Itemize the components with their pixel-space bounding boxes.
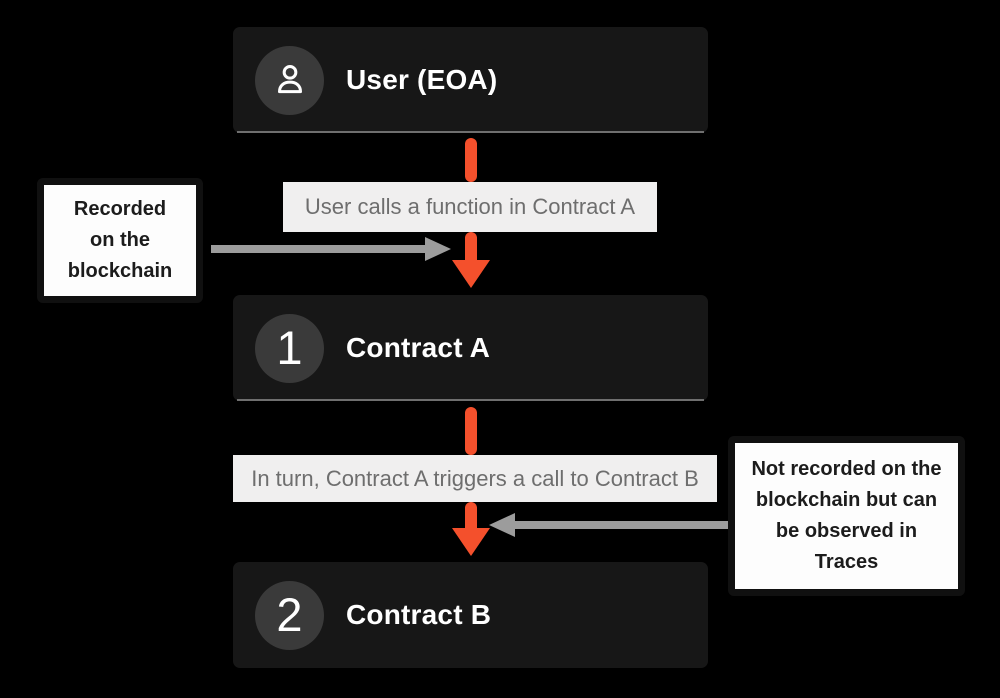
arrow-a-to-b-shaft-top xyxy=(465,407,477,455)
step-number: 2 xyxy=(276,587,303,641)
step-number: 1 xyxy=(276,320,303,374)
node-contract-a: 1 Contract A xyxy=(233,295,708,401)
callout-line: blockchain xyxy=(67,260,173,282)
callout-recorded-on-blockchain: Recorded on the blockchain xyxy=(37,178,203,303)
callout-not-recorded-traces: Not recorded on the blockchain but can b… xyxy=(728,436,965,596)
pointer-recorded-arrowhead-icon xyxy=(425,237,451,261)
step-badge-2: 2 xyxy=(255,580,324,650)
node-divider xyxy=(237,131,704,133)
pointer-not-recorded-arrowhead-icon xyxy=(489,513,515,537)
edge-label-user-calls: User calls a function in Contract A xyxy=(283,182,657,232)
node-user-eoa: User (EOA) xyxy=(233,27,708,133)
pointer-not-recorded-shaft xyxy=(513,521,728,529)
user-avatar-badge xyxy=(255,45,324,115)
arrow-a-to-b-shaft-bottom xyxy=(465,502,477,534)
arrow-user-to-a-shaft-bottom xyxy=(465,232,477,266)
step-badge-1: 1 xyxy=(255,313,324,383)
arrow-user-to-a-arrowhead-icon xyxy=(452,260,490,288)
node-title-contract-b: Contract B xyxy=(346,599,492,630)
callout-line: Recorded xyxy=(73,198,167,220)
arrow-user-to-a-shaft-top xyxy=(465,138,477,182)
node-title-contract-a: Contract A xyxy=(346,332,491,363)
node-contract-b: 2 Contract B xyxy=(233,562,708,668)
callout-line: Not recorded on the xyxy=(751,458,942,480)
node-title-user: User (EOA) xyxy=(346,64,498,95)
callout-line: on the xyxy=(90,229,150,251)
edge-label-a-triggers-b: In turn, Contract A triggers a call to C… xyxy=(233,455,717,502)
node-divider xyxy=(237,399,704,401)
callout-line: be observed in xyxy=(775,520,918,542)
user-icon xyxy=(277,65,302,94)
callout-line: blockchain but can xyxy=(755,489,938,511)
callout-line: Traces xyxy=(814,551,879,573)
pointer-recorded-shaft xyxy=(211,245,426,253)
arrow-a-to-b-arrowhead-icon xyxy=(452,528,490,556)
